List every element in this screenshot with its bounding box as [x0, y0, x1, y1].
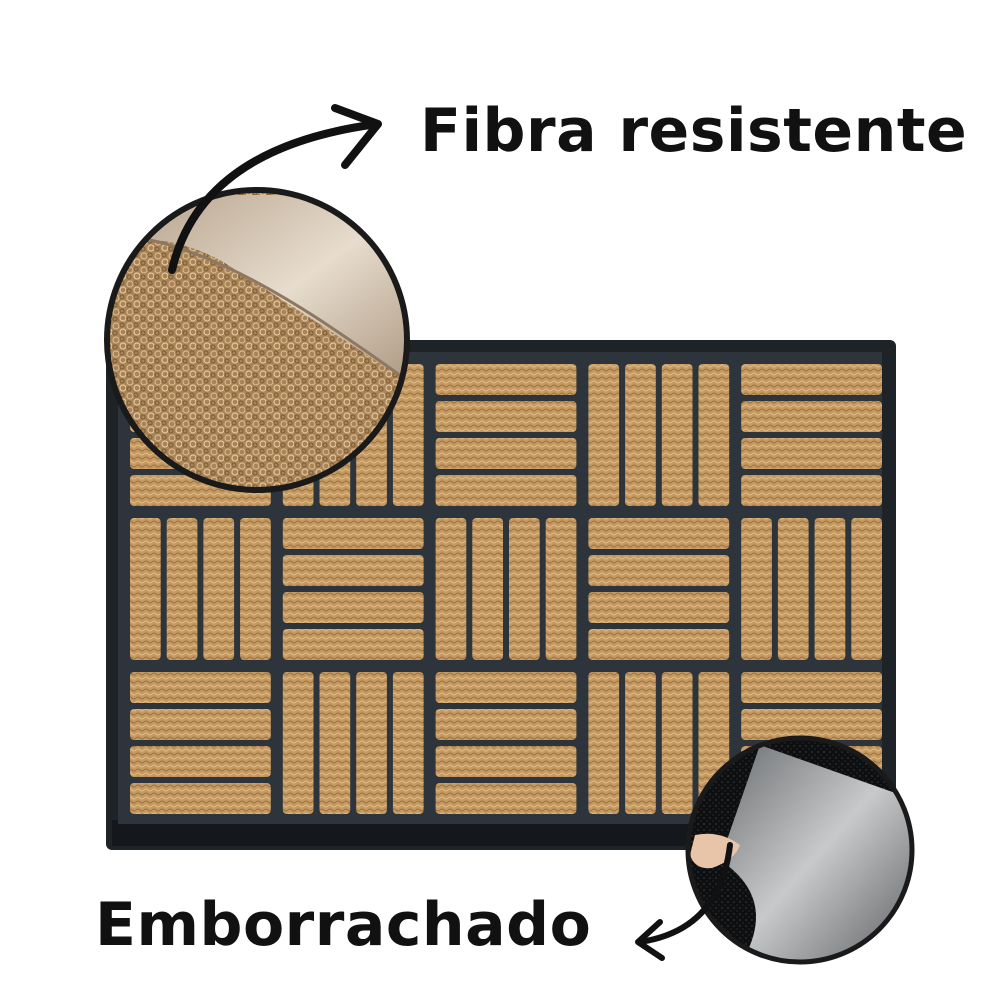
coir-strip: [814, 518, 846, 660]
coir-strip: [435, 364, 577, 395]
coir-strip: [240, 518, 271, 660]
coir-strip: [741, 438, 882, 469]
coir-strip: [435, 475, 577, 506]
coir-strip: [741, 518, 772, 660]
coir-strip: [588, 672, 620, 814]
coir-strip: [282, 592, 424, 623]
coir-strip: [435, 709, 577, 740]
coir-strip: [588, 364, 620, 506]
coir-strip: [741, 401, 882, 432]
coir-strip: [130, 709, 271, 740]
coir-strip: [319, 672, 351, 814]
coir-strip: [777, 518, 809, 660]
rubber-detail-inset: [685, 735, 915, 965]
coir-strip: [435, 672, 577, 703]
rubber-label: Emborrachado: [95, 890, 592, 960]
coir-strip: [435, 518, 467, 660]
coir-strip: [282, 518, 424, 549]
coir-strip: [435, 783, 577, 814]
curved-arrow-right-icon: [168, 104, 382, 274]
coir-strip: [203, 518, 235, 660]
coir-strip: [661, 672, 693, 814]
coir-strip: [661, 364, 693, 506]
coir-strip: [698, 364, 730, 506]
fiber-label: Fibra resistente: [420, 96, 968, 166]
fiber-detail-inset: [104, 187, 410, 493]
coir-strip: [166, 518, 198, 660]
coir-strip: [741, 709, 882, 740]
coir-strip: [741, 672, 882, 703]
coir-strip: [282, 555, 424, 586]
coir-strip: [282, 672, 314, 814]
coir-strip: [282, 629, 424, 660]
coir-strip: [588, 592, 730, 623]
coir-strip: [472, 518, 503, 660]
coir-strip: [435, 438, 577, 469]
coir-strip: [851, 518, 882, 660]
coir-strip: [741, 364, 882, 395]
coir-strip: [509, 518, 540, 660]
coir-strip: [588, 629, 730, 660]
coir-strip: [545, 518, 577, 660]
coir-strip: [741, 475, 882, 506]
coir-strip: [130, 783, 271, 814]
coir-strip: [625, 364, 656, 506]
coir-strip: [130, 518, 161, 660]
coir-strip: [356, 672, 387, 814]
coir-strip: [392, 364, 424, 506]
coir-strip: [588, 518, 730, 549]
curved-arrow-left-icon: [635, 842, 733, 961]
coir-strip: [392, 672, 424, 814]
coir-strip: [130, 672, 271, 703]
coir-strip: [435, 401, 577, 432]
coir-strip: [435, 746, 577, 777]
coir-strip: [625, 672, 656, 814]
coir-strip: [130, 746, 271, 777]
coir-strip: [588, 555, 730, 586]
